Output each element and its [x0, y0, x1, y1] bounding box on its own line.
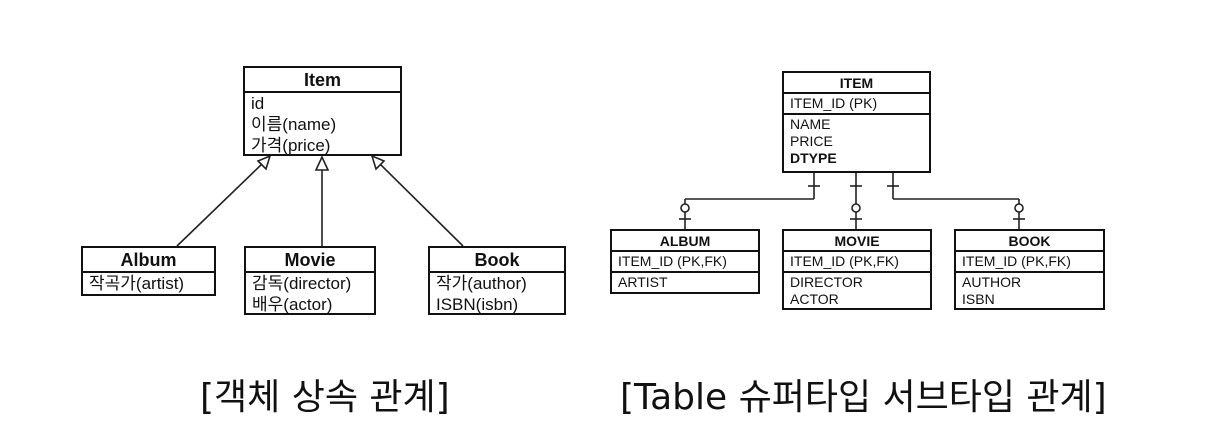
book-inheritance-arrowhead — [370, 154, 386, 171]
movie-inheritance-arrowhead — [314, 155, 330, 171]
erd-book-attr-isbn: ISBN — [962, 291, 995, 307]
uml-book-attr-author: 작가(author) — [436, 274, 527, 293]
erd-album-attributes: ARTIST — [612, 271, 758, 289]
erd-movie-pk-section: ITEM_ID (PK,FK) — [784, 252, 930, 268]
uml-movie-class: Movie 감독(director) 배우(actor) — [244, 246, 376, 315]
erd-movie-attr-director: DIRECTOR — [790, 274, 863, 290]
erd-book-attributes: AUTHOR ISBN — [956, 271, 1103, 306]
erd-book-attr-author: AUTHOR — [962, 274, 1022, 290]
erd-item-table-title: ITEM — [784, 73, 929, 94]
erd-movie-attr-actor: ACTOR — [790, 291, 839, 307]
uml-album-class-attributes: 작곡가(artist) — [83, 273, 214, 292]
erd-book-pk: ITEM_ID (PK,FK) — [962, 253, 1071, 269]
erd-item-pk-section: ITEM_ID (PK) — [784, 94, 929, 110]
uml-album-class: Album 작곡가(artist) — [81, 246, 216, 296]
erd-album-attr-artist: ARTIST — [618, 274, 668, 290]
uml-item-class-title: Item — [245, 68, 400, 93]
album-relation-optional-circle — [680, 203, 690, 213]
uml-item-class: Item id 이름(name) 가격(price) — [243, 66, 402, 156]
album-inheritance-arrowhead — [256, 154, 272, 171]
erd-movie-table: MOVIE ITEM_ID (PK,FK) DIRECTOR ACTOR — [782, 229, 932, 310]
book-inheritance-line — [378, 162, 464, 247]
erd-item-attr-dtype: DTYPE — [790, 150, 837, 166]
uml-movie-attr-actor: 배우(actor) — [252, 295, 333, 314]
uml-album-attr-artist: 작곡가(artist) — [89, 274, 185, 293]
uml-item-class-attributes: id 이름(name) 가격(price) — [245, 93, 400, 154]
erd-book-table: BOOK ITEM_ID (PK,FK) AUTHOR ISBN — [954, 229, 1105, 310]
erd-book-table-title: BOOK — [956, 231, 1103, 252]
erd-book-pk-section: ITEM_ID (PK,FK) — [956, 252, 1103, 268]
erd-album-table: ALBUM ITEM_ID (PK,FK) ARTIST — [610, 229, 760, 294]
erd-item-table: ITEM ITEM_ID (PK) NAME PRICE DTYPE — [782, 71, 931, 173]
uml-album-class-title: Album — [83, 248, 214, 273]
uml-item-attr-name: 이름(name) — [251, 115, 337, 134]
uml-book-class-attributes: 작가(author) ISBN(isbn) — [430, 273, 564, 313]
erd-album-table-title: ALBUM — [612, 231, 758, 252]
erd-movie-attributes: DIRECTOR ACTOR — [784, 271, 930, 306]
erd-item-attr-price: PRICE — [790, 133, 833, 149]
uml-movie-class-attributes: 감독(director) 배우(actor) — [246, 273, 374, 313]
erd-item-pk: ITEM_ID (PK) — [790, 95, 878, 111]
erd-movie-pk: ITEM_ID (PK,FK) — [790, 253, 899, 269]
caption-object-inheritance: [객체 상속 관계] — [200, 377, 450, 418]
book-relation-optional-circle — [1014, 203, 1024, 213]
caption-table-supertype-subtype: [Table 슈퍼타입 서브타입 관계] — [620, 377, 1107, 418]
erd-item-attr-name: NAME — [790, 116, 831, 132]
uml-book-class: Book 작가(author) ISBN(isbn) — [428, 246, 566, 315]
uml-book-attr-isbn: ISBN(isbn) — [436, 295, 519, 314]
album-inheritance-line — [176, 162, 264, 247]
erd-movie-table-title: MOVIE — [784, 231, 930, 252]
erd-album-pk: ITEM_ID (PK,FK) — [618, 253, 727, 269]
uml-item-attr-price: 가격(price) — [251, 136, 331, 155]
movie-relation-optional-circle — [851, 203, 861, 213]
erd-album-pk-section: ITEM_ID (PK,FK) — [612, 252, 758, 268]
uml-book-class-title: Book — [430, 248, 564, 273]
uml-movie-class-title: Movie — [246, 248, 374, 273]
uml-item-attr-id: id — [251, 94, 265, 113]
erd-item-attributes: NAME PRICE DTYPE — [784, 113, 929, 165]
uml-movie-attr-director: 감독(director) — [252, 274, 352, 293]
